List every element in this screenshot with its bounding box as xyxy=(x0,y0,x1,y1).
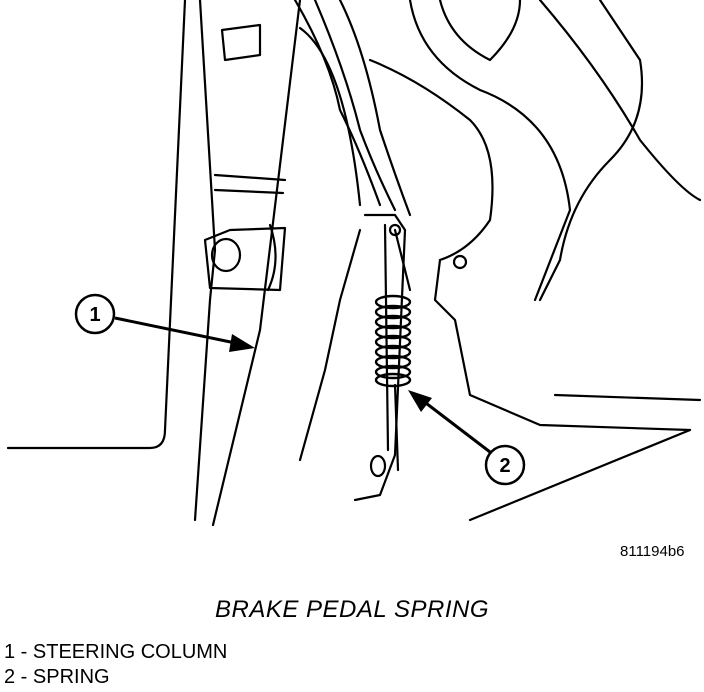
cable-2 xyxy=(313,0,397,212)
brake-pedal-spring-illustration: 1 2 xyxy=(6,0,702,527)
bracket-tab xyxy=(266,223,277,292)
bracket-plate xyxy=(203,226,287,292)
legend-item-spring: 2 - SPRING xyxy=(4,666,110,688)
legend: 1 - STEERING COLUMN 2 - SPRING xyxy=(4,640,227,690)
callout-1-leader xyxy=(114,316,246,347)
figure-id: 811194b6 xyxy=(620,543,685,560)
pedal-support-fold xyxy=(538,0,644,302)
figure-caption: BRAKE PEDAL SPRING xyxy=(215,596,489,623)
cable-1 xyxy=(293,0,382,207)
spring-hook-upper xyxy=(393,228,412,292)
steering-column-body xyxy=(211,0,302,527)
callout-1-arrowhead xyxy=(229,334,255,352)
column-bracket xyxy=(220,23,262,62)
callout-2: 2 xyxy=(408,390,526,486)
pedal-support xyxy=(408,0,572,302)
callout-1-circle xyxy=(74,293,116,335)
callout-2-number: 2 xyxy=(499,455,510,477)
pedal-pivot-hole xyxy=(369,454,387,478)
callout-1: 1 xyxy=(74,293,255,352)
pedal-support-inner xyxy=(438,0,522,62)
callout-2-leader xyxy=(417,395,491,454)
support-hole xyxy=(452,254,468,270)
pedal-base xyxy=(468,428,692,522)
pedal-arm xyxy=(353,213,407,502)
callout-2-arrowhead xyxy=(408,390,432,412)
panel-edge xyxy=(193,0,217,522)
spring-upper-anchor xyxy=(388,223,402,237)
spring-coils xyxy=(374,294,412,388)
callout-2-circle xyxy=(484,444,526,486)
pedal-support-side xyxy=(538,0,702,202)
cable-3 xyxy=(338,0,412,217)
steering-column-edge xyxy=(298,26,362,207)
spring-hook-lower xyxy=(393,383,400,472)
bracket-hole xyxy=(210,237,242,273)
pedal-arm-left xyxy=(298,228,362,462)
pedal-support-face xyxy=(433,258,692,432)
legend-item-steering-column: 1 - STEERING COLUMN xyxy=(4,641,228,663)
pedal-support-arm xyxy=(368,58,494,262)
callout-1-number: 1 xyxy=(89,304,100,326)
column-bracket-lower xyxy=(213,173,287,195)
pedal-support-lower xyxy=(553,393,702,402)
dash-panel-outline xyxy=(6,0,187,450)
